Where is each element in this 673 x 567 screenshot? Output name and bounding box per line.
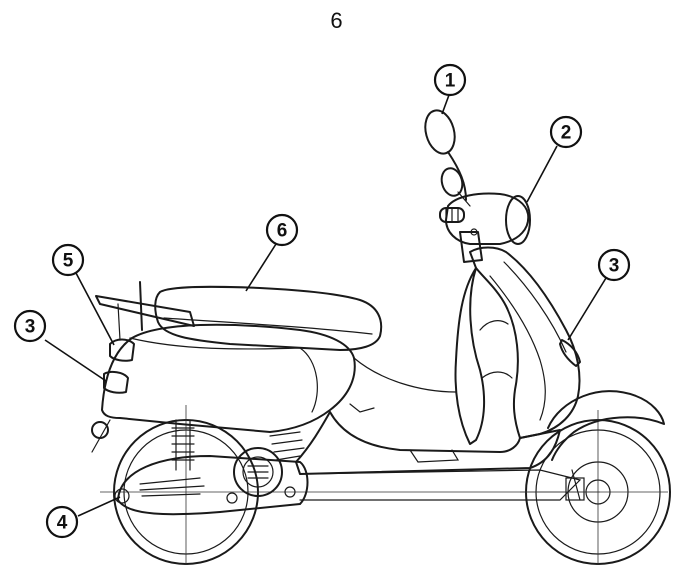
seat-shape	[154, 285, 383, 351]
floorboard	[295, 411, 561, 475]
rear-reflector	[91, 419, 111, 453]
callout-1: 1	[433, 63, 467, 97]
tail-light-shape	[109, 338, 135, 362]
callout-6-label: 6	[277, 221, 288, 242]
leader-3-rear	[44, 339, 107, 382]
front-indicator-shape	[559, 339, 581, 367]
handlebar-cover	[445, 192, 530, 245]
leader-5	[75, 272, 115, 346]
headlight-shape	[505, 195, 531, 245]
engine-casing	[114, 447, 309, 516]
inner-shield	[454, 267, 486, 445]
rear-shock	[171, 419, 195, 471]
side-vents	[269, 431, 305, 461]
callout-3-rear-label: 3	[25, 317, 36, 338]
callout-6: 6	[265, 213, 299, 247]
callout-4: 4	[45, 505, 79, 539]
leg-shield	[469, 246, 581, 439]
page-number: 6	[330, 8, 343, 33]
handlebar-grip	[439, 207, 478, 236]
rear-wheel	[100, 405, 600, 565]
front-fender	[547, 390, 665, 461]
leader-lines	[44, 94, 607, 517]
rear-indicator-shape	[103, 370, 129, 394]
callout-3-front-label: 3	[609, 256, 620, 277]
leader-6	[245, 243, 277, 292]
leader-4	[77, 496, 121, 517]
leader-1	[441, 94, 450, 115]
callout-5: 5	[51, 243, 85, 277]
callout-3-rear: 3	[13, 309, 47, 343]
callout-2-label: 2	[561, 123, 572, 144]
callout-2: 2	[549, 115, 583, 149]
scooter-drawing	[91, 109, 671, 565]
callout-3-front: 3	[597, 248, 631, 282]
callout-1-label: 1	[445, 71, 456, 92]
callout-4-label: 4	[57, 513, 68, 534]
callout-5-label: 5	[63, 251, 74, 272]
leader-2	[526, 145, 558, 203]
mirrors	[424, 109, 471, 207]
leader-3-front	[567, 277, 607, 341]
rear-carrier	[95, 281, 195, 341]
steering-column	[459, 231, 483, 263]
